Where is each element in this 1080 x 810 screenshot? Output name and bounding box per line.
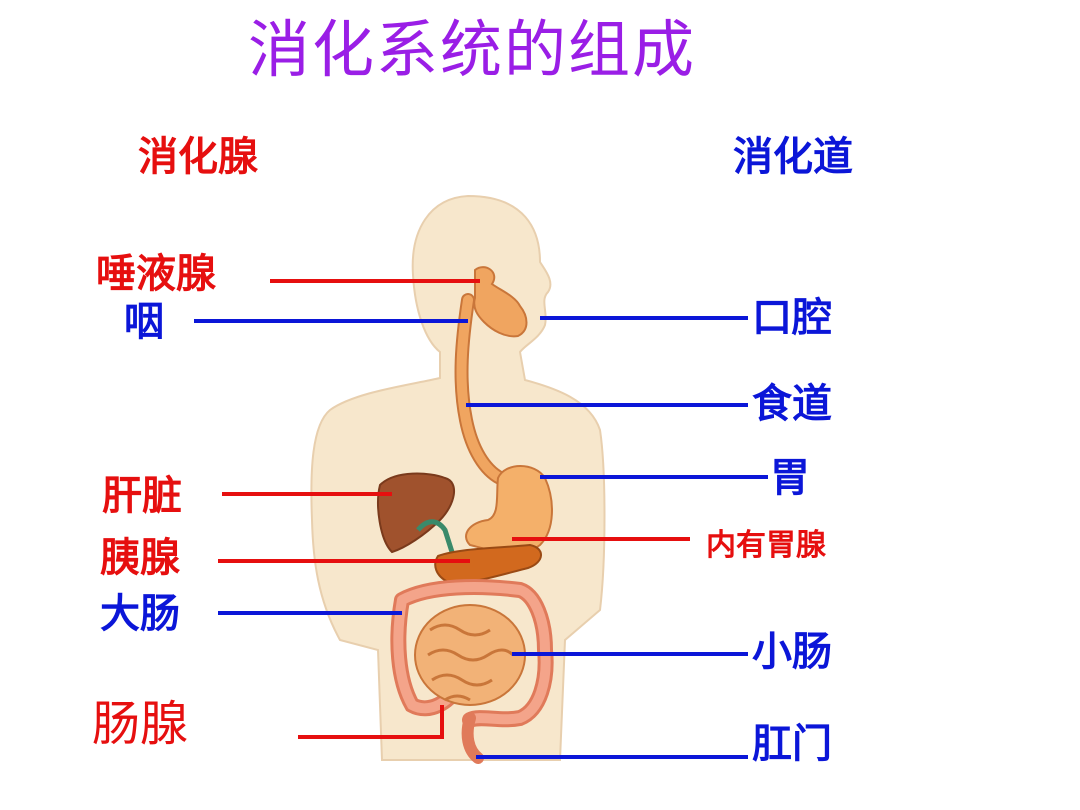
label-salivary-gland: 唾液腺 — [96, 250, 216, 297]
leader-intestinal-gland — [298, 705, 444, 739]
label-mouth: 口腔 — [752, 294, 832, 341]
tract-heading: 消化道 — [733, 134, 853, 180]
label-anus: 肛门 — [752, 720, 832, 767]
label-large-intestine: 大肠 — [100, 590, 180, 637]
liver — [377, 472, 455, 554]
pancreas — [434, 543, 542, 584]
label-esophagus: 食道 — [752, 380, 832, 427]
rectum — [461, 712, 484, 764]
small-intestine — [414, 604, 526, 706]
label-pancreas: 胰腺 — [100, 534, 180, 581]
label-liver: 肝脏 — [102, 472, 182, 519]
glands-heading: 消化腺 — [138, 134, 258, 180]
salivary-gland — [473, 266, 528, 338]
gallbladder — [416, 519, 455, 553]
label-pharynx: 咽 — [124, 298, 164, 345]
label-gastric-gland: 内有胃腺 — [706, 528, 826, 563]
page-title: 消化系统的组成 — [248, 13, 697, 86]
label-stomach: 胃 — [770, 454, 810, 501]
label-intestinal-gland: 肠腺 — [92, 696, 189, 752]
body-silhouette — [310, 194, 606, 761]
label-small-intestine: 小肠 — [752, 628, 832, 675]
